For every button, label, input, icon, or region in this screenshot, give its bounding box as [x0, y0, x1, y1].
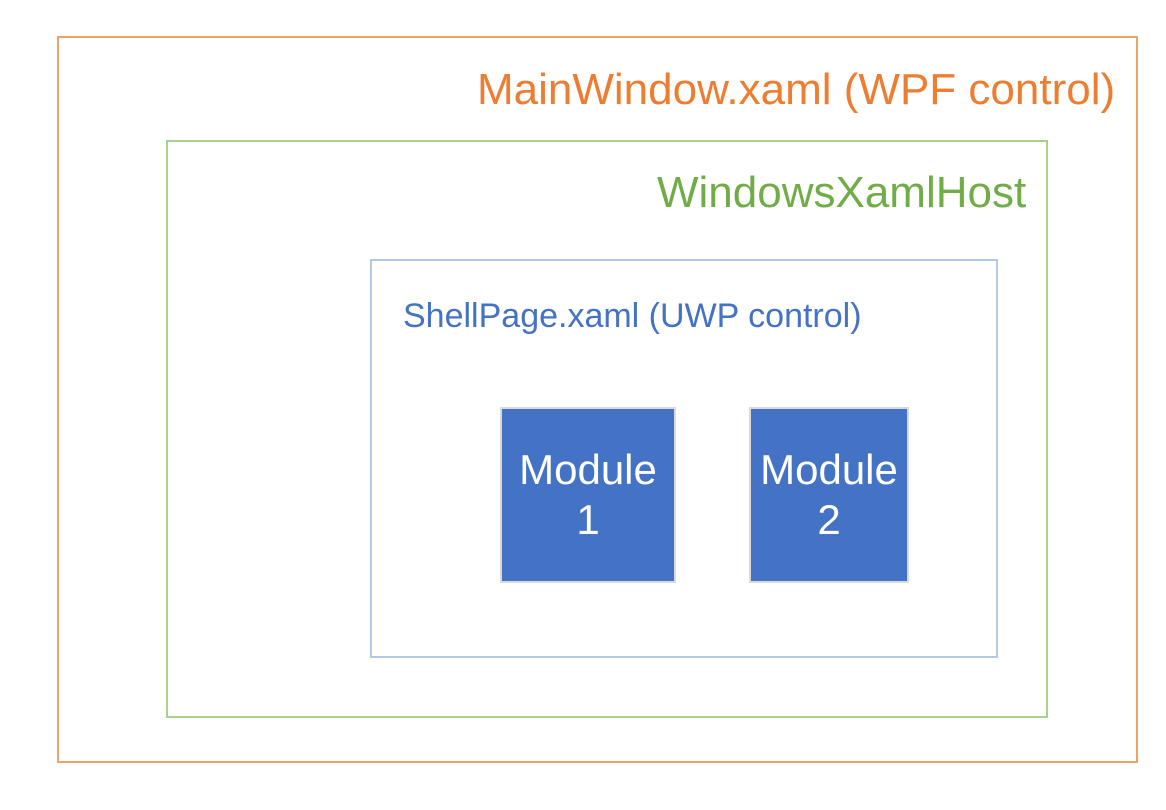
windowsxamlhost-label: WindowsXamlHost: [657, 168, 1027, 217]
mainwindow-wpf-label: MainWindow.xaml (WPF control): [477, 65, 1116, 114]
shellpage-uwp-label: ShellPage.xaml (UWP control): [403, 297, 862, 335]
module-2-label-line2: 2: [817, 496, 841, 543]
module-2-box: Module 2: [749, 407, 909, 583]
module-1-label-line1: Module: [519, 446, 657, 494]
shellpage-uwp-box: ShellPage.xaml (UWP control) Module 1 Mo…: [370, 259, 998, 658]
mainwindow-wpf-box: MainWindow.xaml (WPF control) WindowsXam…: [57, 36, 1138, 763]
windowsxamlhost-box: WindowsXamlHost ShellPage.xaml (UWP cont…: [166, 140, 1048, 718]
module-2-label-line1: Module: [760, 446, 898, 494]
module-1-label-line2: 1: [576, 496, 600, 543]
module-1-box: Module 1: [500, 407, 676, 583]
